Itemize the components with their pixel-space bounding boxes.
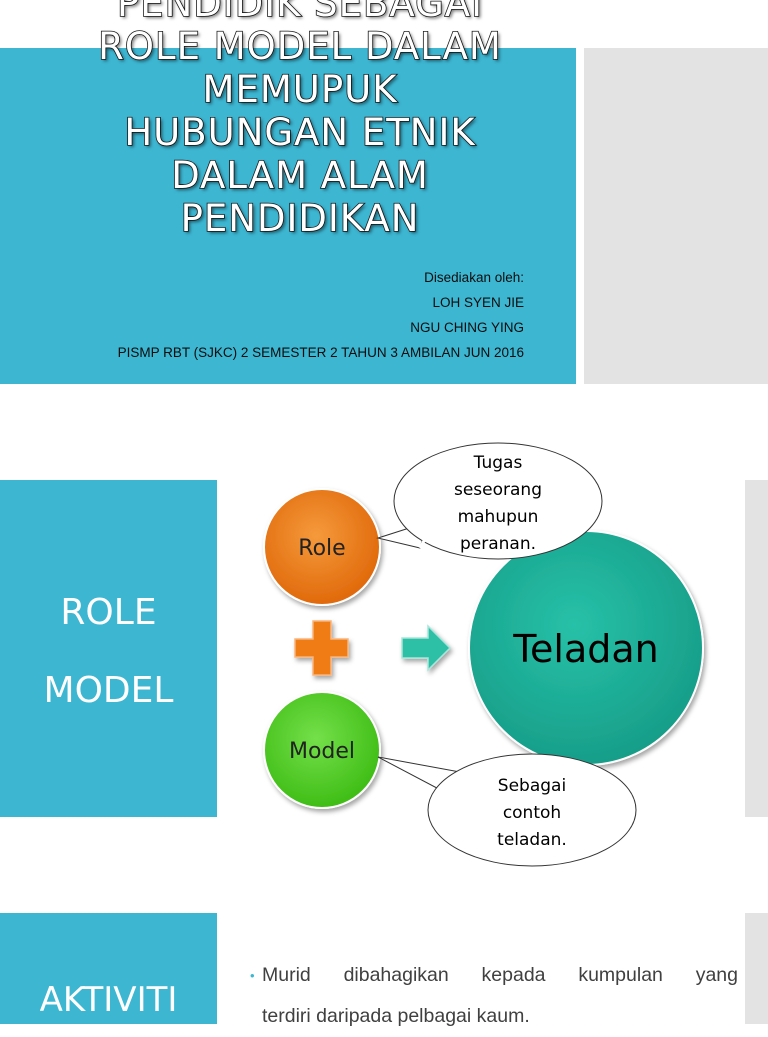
prepared-by-label: Disediakan oleh: xyxy=(424,270,524,285)
bullet-item: • Murid dibahagikan kepada kumpulan yang… xyxy=(250,955,738,1037)
model-circle xyxy=(263,691,381,809)
aktiviti-panel xyxy=(0,913,217,1024)
arrow-right-icon xyxy=(401,624,452,672)
author-name: NGU CHING YING xyxy=(410,320,524,335)
bullet-word: Murid xyxy=(262,964,311,986)
title-slide-panel xyxy=(0,48,576,384)
callout-text: peranan. xyxy=(460,534,536,554)
program-info: PISMP RBT (SJKC) 2 SEMESTER 2 TAHUN 3 AM… xyxy=(117,345,524,360)
role-label: Role xyxy=(298,536,345,561)
title-line: DALAM ALAM xyxy=(170,153,429,198)
model-callout xyxy=(427,753,637,867)
bullet-line: terdiri daripada pelbagai kaum. xyxy=(262,1005,530,1027)
aktiviti-side-panel xyxy=(745,913,768,1024)
role-circle xyxy=(263,488,381,606)
panel-title-line: MODEL xyxy=(43,670,174,711)
title-slide-side-panel xyxy=(584,48,768,384)
role-model-side-panel xyxy=(745,480,768,817)
callout-text: seseorang xyxy=(454,480,542,500)
callout-text: teladan. xyxy=(497,830,567,850)
bullet-word: kepada xyxy=(481,964,546,986)
callout-text: Sebagai xyxy=(498,776,566,796)
model-label: Model xyxy=(289,739,355,764)
bullet-word: dibahagikan xyxy=(343,964,449,986)
callout-text: Tugas xyxy=(473,453,523,473)
title-line: PENDIDIK SEBAGAI xyxy=(116,0,483,26)
title-line: MEMUPUK xyxy=(202,67,398,112)
panel-title-line: ROLE xyxy=(60,592,157,633)
bullet-word: yang xyxy=(695,964,738,986)
title-line: PENDIDIKAN xyxy=(180,196,420,241)
callout-text: mahupun xyxy=(458,507,539,527)
bullet-icon: • xyxy=(250,968,255,983)
teladan-label: Teladan xyxy=(512,627,658,671)
title-line: ROLE MODEL DALAM xyxy=(97,24,502,69)
aktiviti-title: AKTIVITI xyxy=(39,980,178,1020)
plus-icon xyxy=(294,620,349,676)
title-line: HUBUNGAN ETNIK xyxy=(124,110,476,155)
bullet-word: kumpulan xyxy=(578,964,663,986)
slide-title: PENDIDIK SEBAGAI ROLE MODEL DALAM MEMUPU… xyxy=(40,0,560,241)
author-name: LOH SYEN JIE xyxy=(432,295,524,310)
callout-text: contoh xyxy=(503,803,561,823)
role-model-diagram: Teladan Role Model Tugas seseorang mahup… xyxy=(263,442,704,867)
role-callout xyxy=(393,442,603,560)
role-model-panel xyxy=(0,480,217,817)
